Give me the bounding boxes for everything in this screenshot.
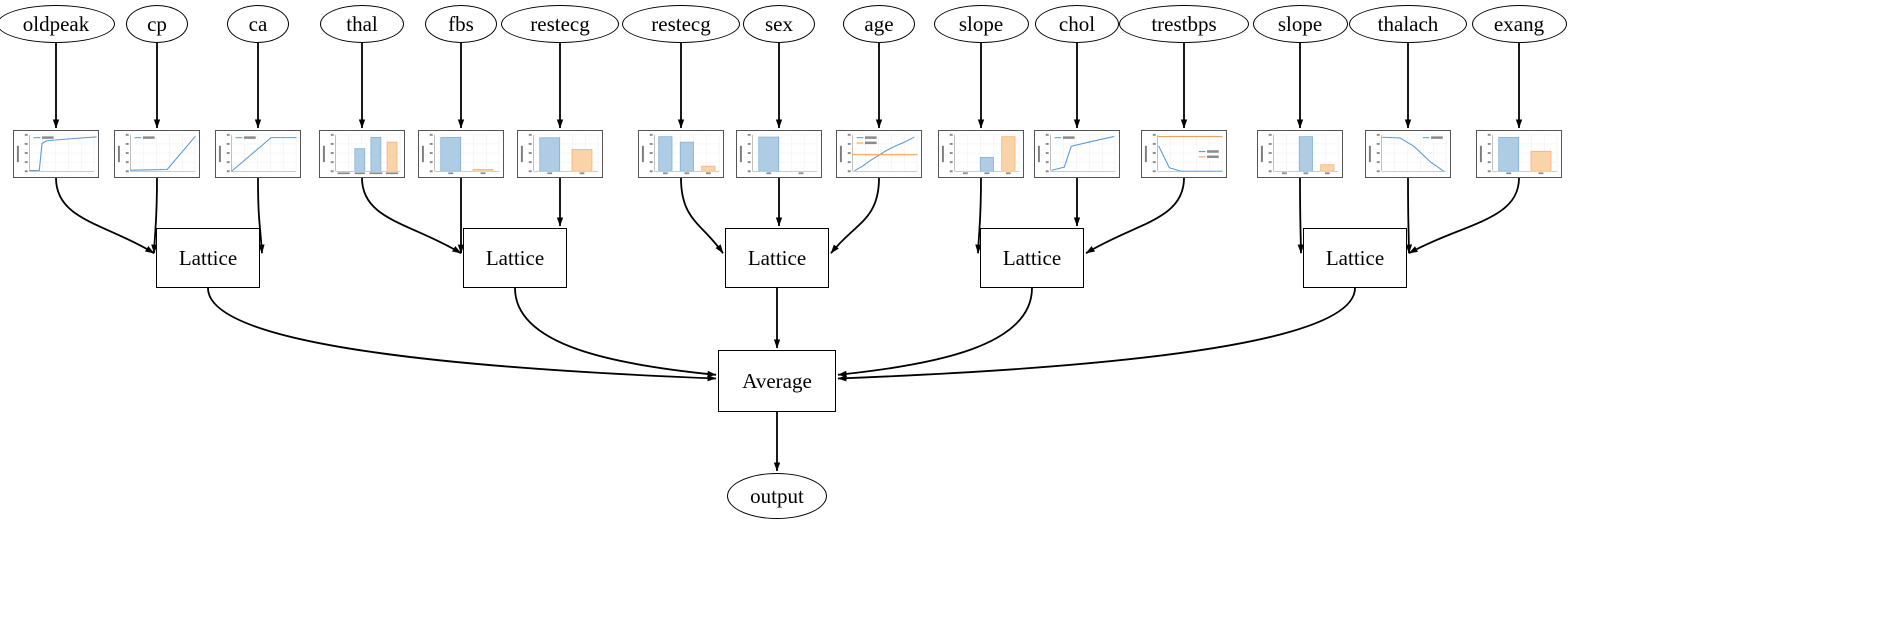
calibration-plot-exang-14: [1476, 130, 1562, 178]
lattice-node-label: Lattice: [747, 245, 807, 270]
calibration-plot-ca-2: [215, 130, 301, 178]
feature-node-label: exang: [1493, 11, 1545, 36]
calibration-plot-restecg-6: [638, 130, 724, 178]
feature-node-thalach-13[interactable]: thalach: [1349, 5, 1467, 43]
feature-node-cp-1[interactable]: cp: [126, 5, 188, 43]
calibration-plot-thal-3: [319, 130, 405, 178]
feature-node-label: chol: [1058, 11, 1096, 36]
calibration-plot-thalach-13: [1365, 130, 1451, 178]
feature-node-fbs-4[interactable]: fbs: [424, 5, 498, 43]
calibration-plot-chol-10: [1034, 130, 1120, 178]
lattice-node-3[interactable]: Lattice: [980, 228, 1084, 288]
feature-node-sex-7[interactable]: sex: [742, 5, 816, 43]
feature-node-slope-12[interactable]: slope: [1252, 5, 1348, 43]
feature-node-label: ca: [248, 11, 268, 36]
calibration-plot-oldpeak-0: [13, 130, 99, 178]
feature-node-restecg-6[interactable]: restecg: [622, 5, 740, 43]
calibration-plot-slope-12: [1257, 130, 1343, 178]
feature-node-label: oldpeak: [22, 11, 90, 36]
output-node[interactable]: output: [727, 473, 827, 519]
feature-node-label: trestbps: [1151, 11, 1217, 36]
calibration-plot-age-8: [836, 130, 922, 178]
average-node[interactable]: Average: [718, 350, 836, 412]
lattice-node-label: Lattice: [485, 245, 545, 270]
feature-node-exang-14[interactable]: exang: [1471, 5, 1567, 43]
feature-node-label: thal: [346, 11, 378, 36]
calibration-plot-sex-7: [736, 130, 822, 178]
lattice-node-label: Lattice: [1325, 245, 1385, 270]
feature-node-trestbps-11[interactable]: trestbps: [1119, 5, 1249, 43]
feature-node-label: cp: [147, 11, 167, 36]
output-node-label: output: [750, 483, 804, 508]
feature-node-label: fbs: [448, 11, 474, 36]
feature-node-label: sex: [764, 11, 793, 36]
calibration-plot-trestbps-11: [1141, 130, 1227, 178]
feature-node-label: restecg: [530, 11, 590, 36]
feature-node-ca-2[interactable]: ca: [227, 5, 289, 43]
feature-node-thal-3[interactable]: thal: [320, 5, 404, 43]
average-node-label: Average: [742, 368, 812, 393]
feature-node-restecg-5[interactable]: restecg: [501, 5, 619, 43]
feature-node-label: slope: [1277, 11, 1323, 36]
calibration-plot-slope-9: [938, 130, 1024, 178]
feature-node-label: restecg: [651, 11, 711, 36]
feature-node-label: age: [864, 11, 894, 36]
lattice-node-label: Lattice: [1002, 245, 1062, 270]
feature-node-chol-10[interactable]: chol: [1035, 5, 1119, 43]
calibration-plot-cp-1: [114, 130, 200, 178]
calibration-plot-fbs-4: [418, 130, 504, 178]
feature-node-slope-9[interactable]: slope: [933, 5, 1029, 43]
lattice-node-4[interactable]: Lattice: [1303, 228, 1407, 288]
lattice-node-2[interactable]: Lattice: [725, 228, 829, 288]
lattice-node-0[interactable]: Lattice: [156, 228, 260, 288]
lattice-node-label: Lattice: [178, 245, 238, 270]
feature-node-oldpeak-0[interactable]: oldpeak: [0, 5, 115, 43]
lattice-node-1[interactable]: Lattice: [463, 228, 567, 288]
feature-node-age-8[interactable]: age: [842, 5, 916, 43]
feature-node-label: thalach: [1377, 11, 1439, 36]
feature-node-label: slope: [958, 11, 1004, 36]
calibration-plot-restecg-5: [517, 130, 603, 178]
